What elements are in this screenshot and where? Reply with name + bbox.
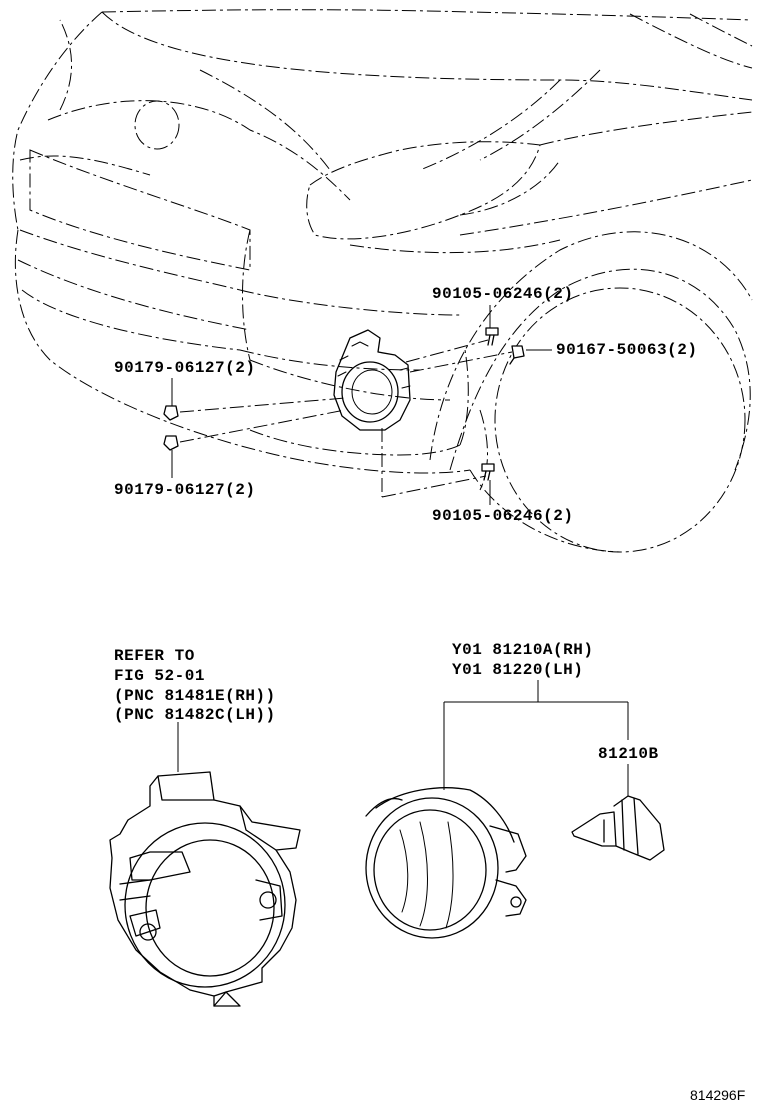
assembly-guide-lines [179,339,513,498]
bulb-drawing [571,795,665,861]
label-bracket-ref-1: REFER TO [114,647,195,665]
label-bracket-ref-3: (PNC 81481E(RH)) [114,687,276,705]
label-screw-right: 90167-50063(2) [556,341,698,359]
label-bolt-top: 90105-06246(2) [432,285,574,303]
label-clip-upper: 90179-06127(2) [114,359,256,377]
fastener-bolt-bottom [481,463,495,481]
foglamp-bracket-drawing [109,771,301,1007]
label-foglamp-lh: Y01 81220(LH) [452,661,584,679]
label-bulb: 81210B [598,745,659,763]
label-bracket-ref-2: FIG 52-01 [114,667,205,685]
label-leaders-upper [171,305,552,505]
vehicle-front-outline [12,9,753,553]
fastener-clip-upper [163,405,179,421]
label-foglamp-rh: Y01 81210A(RH) [452,641,594,659]
fastener-clip-lower [163,435,179,451]
fastener-bolt-top [485,327,499,346]
label-bolt-bottom: 90105-06246(2) [432,507,574,525]
label-leaders-lower [443,680,629,796]
foglamp-assembly-drawing [365,787,527,939]
label-bracket-ref-4: (PNC 81482C(LH)) [114,706,276,724]
installed-foglamp-assembly [333,329,411,431]
fastener-screw-right [509,345,525,365]
label-clip-lower: 90179-06127(2) [114,481,256,499]
figure-id: 814296F [690,1087,746,1103]
